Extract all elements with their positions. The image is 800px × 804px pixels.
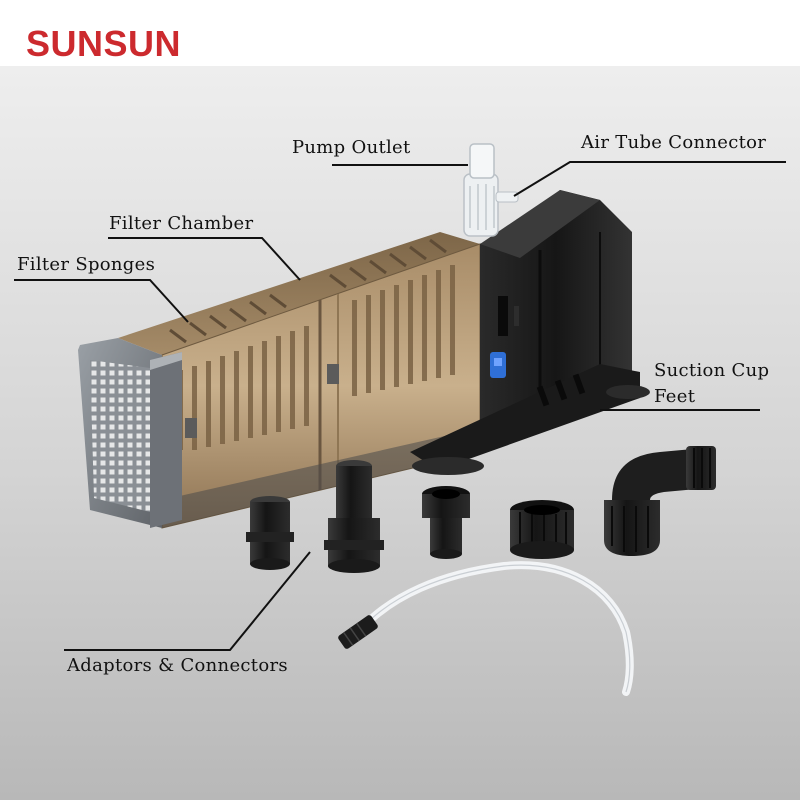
label-air-tube-connector: Air Tube Connector [581, 132, 767, 153]
label-adaptors-connectors: Adaptors & Connectors [67, 655, 288, 676]
pump-outlet-nozzle [463, 173, 499, 237]
pump-filter-assembly [78, 143, 650, 529]
label-filter-sponges: Filter Sponges [17, 254, 156, 275]
brand-logo: SUNSUN [26, 23, 182, 64]
adaptors-and-connectors [246, 446, 716, 696]
label-suction-cup-feet-line1: Suction Cup [654, 360, 770, 381]
label-suction-cup-feet-line2: Feet [654, 386, 696, 408]
label-suction-cup-feet: Suction Cup Feet [654, 358, 769, 410]
leader-lines [14, 161, 786, 651]
label-pump-outlet: Pump Outlet [292, 137, 411, 158]
label-filter-chamber: Filter Chamber [109, 213, 254, 234]
